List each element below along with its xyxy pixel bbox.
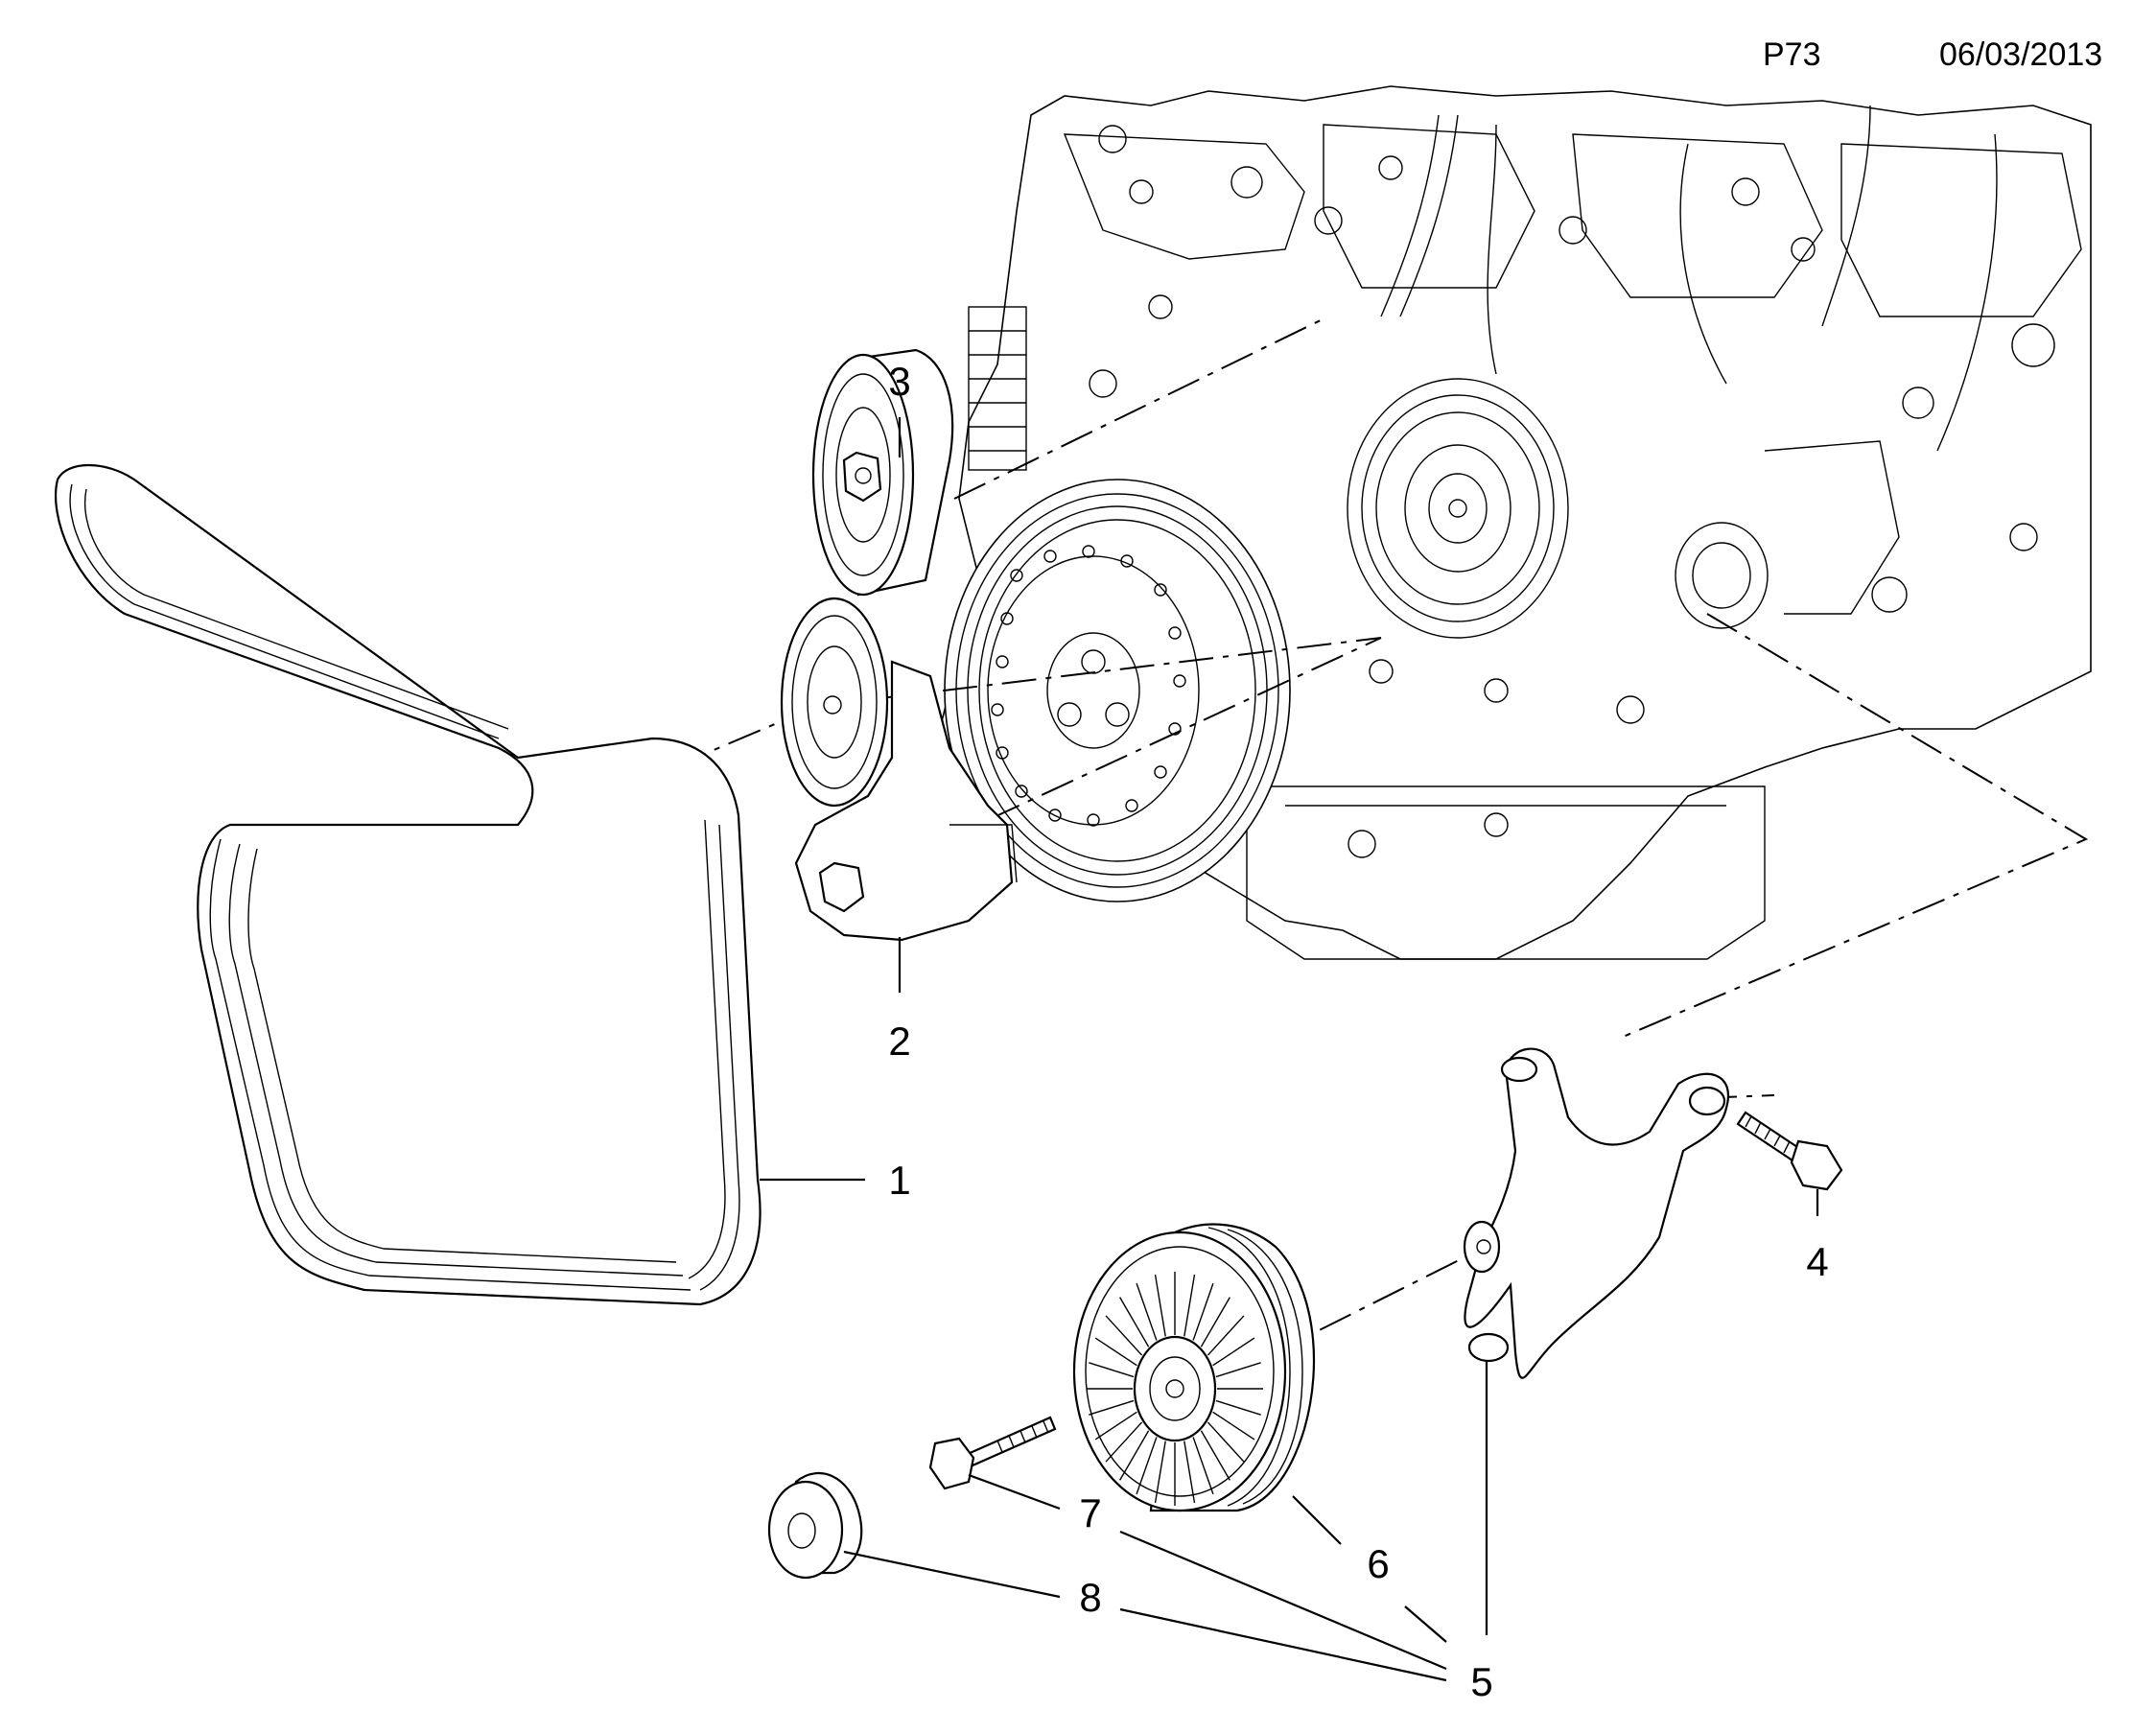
- callout-labels: 3 2 1 4 6 7 8 5: [888, 359, 1828, 1704]
- ribbed-belt-part-1: [55, 463, 762, 1306]
- crankshaft-pulley: [944, 479, 1291, 902]
- callout-3: 3: [888, 359, 910, 404]
- callout-7: 7: [1079, 1490, 1101, 1535]
- diagram-date: 06/03/2013: [1939, 36, 2103, 73]
- callout-1: 1: [888, 1158, 910, 1203]
- cap-part-8: [767, 1472, 863, 1580]
- belt-tensioner-part-2: [780, 597, 1018, 942]
- mounting-bracket-part-5: [1463, 1047, 1729, 1379]
- deflection-pulley-part-6: [1072, 1223, 1316, 1512]
- callout-2: 2: [888, 1019, 910, 1064]
- page-code: P73: [1763, 36, 1821, 73]
- callout-6: 6: [1367, 1541, 1389, 1586]
- bolt-part-7: [928, 1416, 1057, 1490]
- callout-4: 4: [1806, 1239, 1828, 1284]
- idler-pulley-part-3: [811, 348, 954, 597]
- callout-8: 8: [1079, 1575, 1101, 1620]
- engine-block: [939, 85, 2092, 960]
- leader-lines: [760, 417, 1819, 1682]
- bolt-part-4: [1736, 1111, 1843, 1191]
- callout-5: 5: [1470, 1659, 1492, 1704]
